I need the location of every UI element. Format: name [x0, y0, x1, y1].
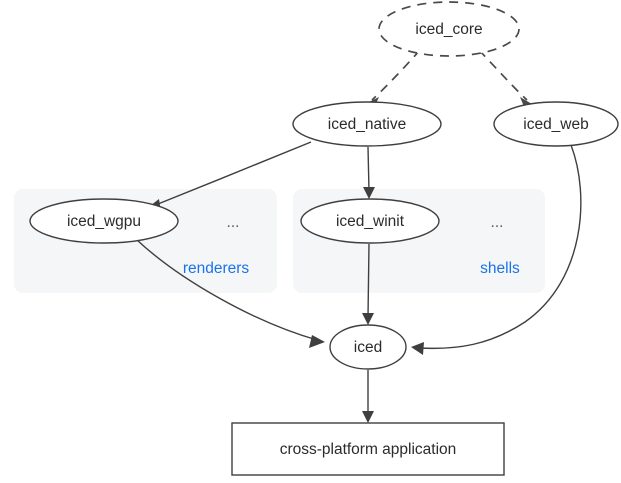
- node-iced-winit-label: iced_winit: [336, 213, 405, 230]
- node-iced-native-ellipse[interactable]: [292, 101, 442, 147]
- node-iced-wgpu-label: iced_wgpu: [67, 213, 141, 230]
- edge-core-to-web-line: [478, 49, 528, 101]
- edge-wgpu-to-iced: [136, 239, 325, 348]
- edge-native-to-wgpu-line: [152, 141, 312, 207]
- node-iced-winit[interactable]: iced_winit: [300, 198, 440, 244]
- node-iced-wgpu-ellipse[interactable]: [29, 198, 179, 244]
- node-iced-native[interactable]: iced_native: [292, 101, 442, 147]
- edge-wgpu-to-iced-line: [136, 239, 318, 341]
- node-iced-wgpu[interactable]: iced_wgpu: [29, 198, 179, 244]
- edge-web-to-iced-line: [418, 144, 582, 350]
- cluster-shells-label: shells: [480, 260, 520, 277]
- edge-winit-to-iced-arrowhead: [362, 313, 374, 325]
- edge-core-to-web: [478, 49, 532, 109]
- node-iced-label: iced: [354, 339, 382, 356]
- node-iced[interactable]: iced: [329, 324, 407, 370]
- renderers-more-ellipsis: ...: [227, 214, 240, 231]
- node-iced-core-label: iced_core: [415, 21, 482, 38]
- node-iced-web-label: iced_web: [523, 116, 589, 133]
- node-cross-platform-application-label: cross-platform application: [280, 441, 457, 458]
- edge-core-to-native: [367, 49, 421, 108]
- node-iced-ellipse[interactable]: [329, 324, 407, 370]
- node-iced-core[interactable]: iced_core: [378, 1, 520, 57]
- edge-native-to-winit-arrowhead: [363, 187, 375, 199]
- edge-web-to-iced: [411, 144, 582, 355]
- edge-core-to-native-line: [371, 49, 421, 101]
- node-cross-platform-application[interactable]: cross-platform application: [231, 422, 505, 476]
- edge-web-to-iced-arrowhead: [411, 342, 424, 355]
- edge-winit-to-iced-line: [367, 243, 370, 318]
- cluster-renderers-label: renderers: [183, 260, 250, 277]
- shells-more-ellipsis: ...: [491, 214, 504, 231]
- edge-native-to-winit-line: [367, 146, 370, 192]
- edge-wgpu-to-iced-arrowhead: [309, 335, 325, 348]
- edge-iced-to-app-arrowhead: [362, 411, 374, 423]
- node-iced-web[interactable]: iced_web: [493, 101, 619, 147]
- node-cross-platform-application-rect[interactable]: [231, 422, 505, 476]
- node-iced-native-label: iced_native: [328, 116, 406, 133]
- edge-iced-to-app: [362, 370, 374, 423]
- node-iced-winit-ellipse[interactable]: [300, 198, 440, 244]
- node-iced-web-ellipse[interactable]: [493, 101, 619, 147]
- node-iced-core-ellipse[interactable]: [378, 1, 520, 57]
- edge-winit-to-iced: [362, 243, 374, 325]
- edge-native-to-winit: [363, 146, 375, 199]
